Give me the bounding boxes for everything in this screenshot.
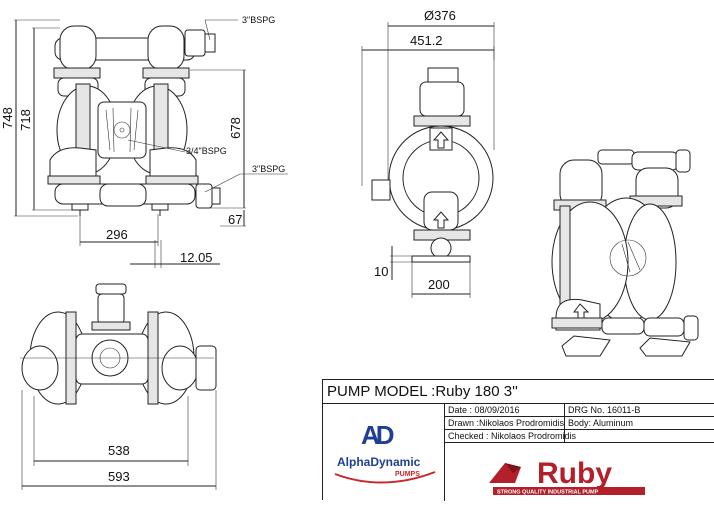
- drg-number-field: DRG No. 16011-B: [565, 404, 714, 417]
- front-view-dimensions: [14, 19, 288, 268]
- checked-by-field: Checked : Nikolaos Prodromidis: [445, 430, 576, 443]
- top-view-labels: 538 593: [108, 443, 130, 484]
- dim-height-67: 67: [228, 212, 242, 227]
- logo-mark: AD: [361, 420, 394, 450]
- drawn-by-field: Drawn :Nikolaos Prodromidis: [445, 417, 565, 430]
- dim-width-593: 593: [108, 469, 130, 484]
- isometric-view: [551, 149, 699, 357]
- dim-height-678: 678: [228, 117, 243, 139]
- body-material-field: Body: Aluminum: [565, 417, 714, 430]
- dim-width-200: 200: [428, 277, 450, 292]
- label-bottom-port: 3"BSPG: [252, 164, 285, 174]
- dim-height-718: 718: [18, 109, 33, 131]
- side-view-labels: Ø376 451.2 10 200: [374, 8, 456, 292]
- front-view-labels: 748 718 678 67 296 12.05 3"BSPG 3/4"BSPG…: [0, 15, 285, 265]
- date-field: Date : 08/09/2016: [445, 404, 565, 417]
- dim-width-451: 451.2: [410, 33, 443, 48]
- side-view-dimensions: [361, 22, 495, 298]
- top-view: [20, 283, 217, 405]
- blank-cell: [565, 430, 714, 443]
- label-air-port: 3/4"BSPG: [186, 146, 227, 156]
- side-view: [371, 67, 494, 263]
- dim-diameter: Ø376: [424, 8, 456, 23]
- dim-height-10: 10: [374, 264, 388, 279]
- pump-model-title: PUMP MODEL :Ruby 180 3'': [323, 380, 714, 404]
- top-view-dimensions: [21, 390, 217, 490]
- alphadynamic-logo: AD AlphaDynamic PUMPS: [323, 404, 445, 501]
- label-top-port: 3"BSPG: [242, 15, 275, 25]
- title-block: PUMP MODEL :Ruby 180 3'' AD AlphaDynamic…: [322, 379, 714, 501]
- brand-name: Ruby: [537, 457, 612, 490]
- ruby-logo: Ruby STRONG QUALITY INDUSTRIAL PUMP: [445, 443, 714, 501]
- dim-width-296: 296: [106, 227, 128, 242]
- dim-bolt-12-05: 12.05: [180, 250, 213, 265]
- dim-width-538: 538: [108, 443, 130, 458]
- dim-total-height: 748: [0, 107, 15, 129]
- front-view: [47, 25, 221, 216]
- company-name: AlphaDynamic: [337, 455, 421, 469]
- brand-tagline: STRONG QUALITY INDUSTRIAL PUMP: [497, 490, 599, 496]
- company-sub: PUMPS: [395, 471, 420, 478]
